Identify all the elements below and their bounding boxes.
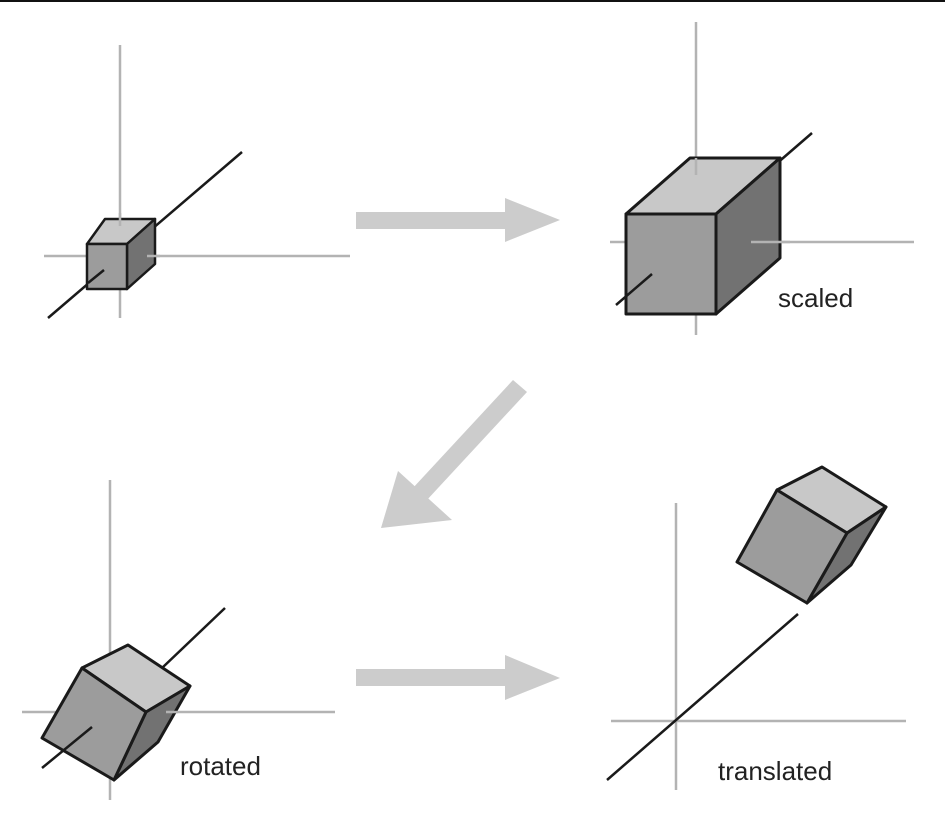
arrow-diagonal xyxy=(381,380,527,528)
depth-axis-front xyxy=(87,269,105,284)
cube-rotated xyxy=(40,643,192,782)
top-rule xyxy=(0,0,945,2)
cube-front-face xyxy=(624,212,718,316)
depth-axis-front xyxy=(41,726,93,769)
depth-axis xyxy=(161,607,226,669)
arrow-right-1 xyxy=(356,198,560,242)
depth-axis xyxy=(606,613,799,781)
panel-translated: translated xyxy=(606,465,906,790)
arrow-right-2 xyxy=(356,655,560,700)
cube-scaled xyxy=(624,156,782,316)
label-scaled: scaled xyxy=(778,283,853,313)
label-translated: translated xyxy=(718,756,832,786)
label-rotated: rotated xyxy=(180,751,261,781)
cube-translated xyxy=(735,465,888,605)
cube-original xyxy=(85,217,157,291)
cube-front-face xyxy=(40,666,148,782)
panel-scaled: scaled xyxy=(610,22,914,335)
panel-original xyxy=(44,45,350,319)
depth-axis-front xyxy=(615,273,653,306)
cube-front-face xyxy=(735,488,849,605)
cube-front-face xyxy=(85,242,129,291)
panel-rotated: rotated xyxy=(22,480,335,800)
